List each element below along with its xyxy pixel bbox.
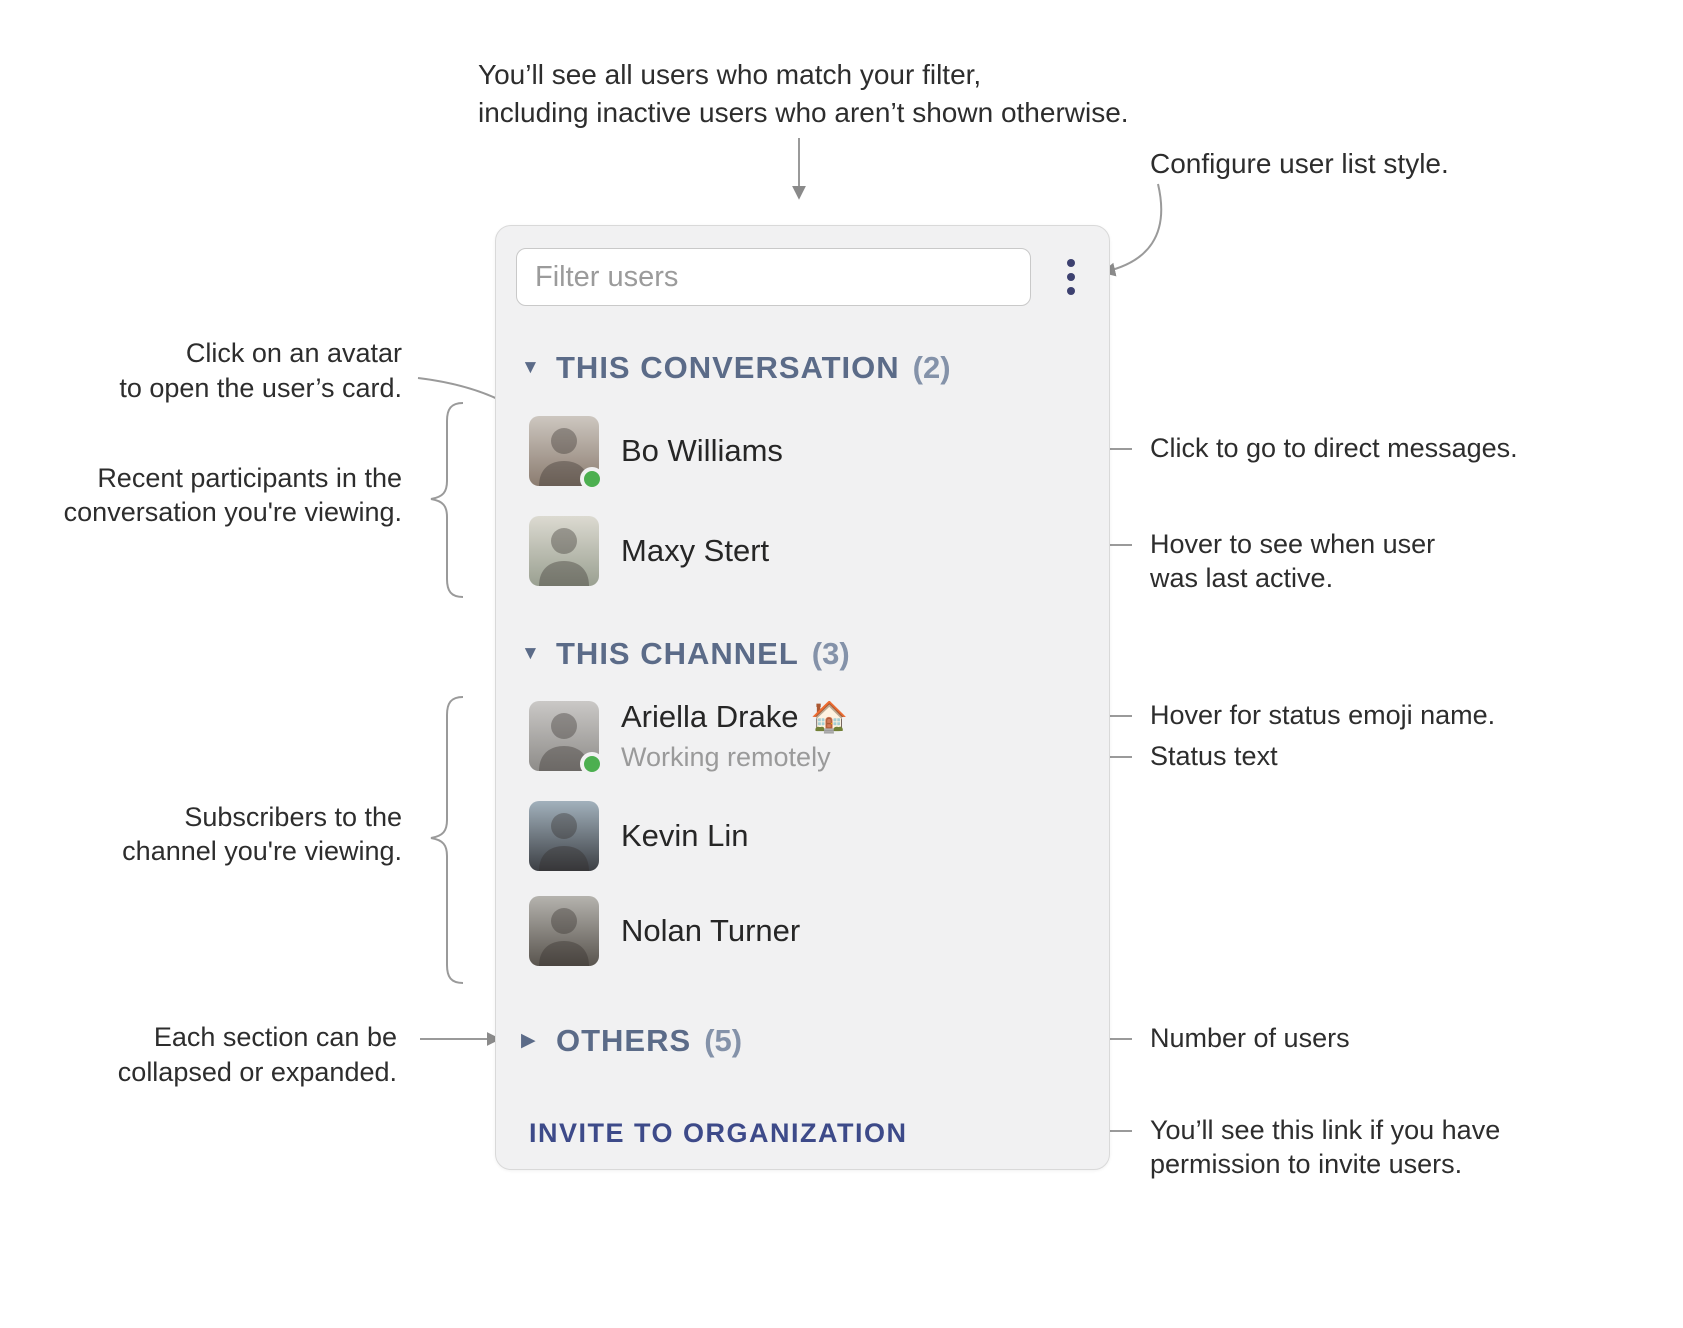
user-name[interactable]: Bo Williams [621, 433, 783, 468]
presence-dot-icon [580, 751, 604, 776]
avatar-photo [539, 428, 589, 486]
annotation-configure: Configure user list style. [1150, 148, 1449, 179]
user-name[interactable]: Nolan Turner [621, 913, 801, 948]
invite-to-organization-link[interactable]: INVITE TO ORGANIZATION [529, 1118, 908, 1148]
user-list-menu-button[interactable] [1051, 248, 1091, 306]
user-row-maxy-stert[interactable]: Maxy Stert [529, 516, 769, 586]
annotation-user-count: Number of users [1150, 1023, 1350, 1053]
triangle-down-icon: ▼ [521, 357, 540, 378]
section-count: (2) [912, 350, 951, 385]
triangle-right-icon: ▶ [521, 1030, 536, 1051]
annotation-status-emoji: Hover for status emoji name. [1150, 700, 1496, 730]
presence-dot-icon [580, 467, 604, 491]
section-label: THIS CONVERSATION [556, 350, 900, 385]
annotation-invite: You’ll see this link if you have permiss… [1150, 1115, 1501, 1179]
user-list-panel: ▼ THIS CONVERSATION (2) Bo Williams [495, 225, 1110, 1170]
section-header-this-channel[interactable]: ▼ THIS CHANNEL (3) [521, 634, 850, 674]
user-name[interactable]: Kevin Lin [621, 818, 749, 853]
annotation-subscribers: Subscribers to the channel you're viewin… [122, 802, 402, 866]
annotation-avatar: Click on an avatar to open the user’s ca… [119, 338, 402, 403]
section-label: THIS CHANNEL [556, 636, 799, 671]
annotation-last-active: Hover to see when user was last active. [1150, 529, 1436, 593]
user-row-kevin-lin[interactable]: Kevin Lin [529, 801, 749, 871]
avatar-photo [539, 813, 589, 871]
status-text: Working remotely [621, 742, 831, 772]
avatar-photo [539, 908, 589, 966]
user-name[interactable]: Ariella Drake [621, 699, 799, 734]
filter-users-input[interactable] [516, 248, 1031, 306]
avatar-bo-williams[interactable] [529, 416, 604, 491]
status-emoji[interactable]: 🏠 [810, 701, 848, 734]
avatar-photo [539, 712, 589, 771]
annotation-collapse: Each section can be collapsed or expande… [117, 1022, 397, 1087]
kebab-menu-icon [1067, 259, 1075, 295]
avatar-maxy-stert[interactable] [529, 516, 599, 586]
section-header-this-conversation[interactable]: ▼ THIS CONVERSATION (2) [521, 348, 951, 388]
annotation-filter: You’ll see all users who match your filt… [478, 59, 1129, 128]
annotation-recent-participants: Recent participants in the conversation … [63, 463, 402, 527]
user-name[interactable]: Maxy Stert [621, 533, 770, 568]
annotation-direct-messages: Click to go to direct messages. [1150, 433, 1518, 463]
section-header-others[interactable]: ▶ OTHERS (5) [521, 1021, 742, 1061]
filter-row [516, 248, 1094, 306]
triangle-down-icon: ▼ [521, 643, 540, 664]
avatar-photo [539, 528, 589, 586]
section-count: (5) [704, 1023, 743, 1058]
section-label: OTHERS [556, 1023, 692, 1058]
avatar-ariella-drake[interactable] [529, 700, 604, 776]
section-count: (3) [811, 636, 850, 671]
user-row-ariella-drake[interactable]: Ariella Drake 🏠 Working remotely [529, 696, 848, 776]
user-row-nolan-turner[interactable]: Nolan Turner [529, 896, 800, 966]
annotation-status-text: Status text [1150, 741, 1278, 771]
user-row-bo-williams[interactable]: Bo Williams [529, 416, 783, 491]
avatar-nolan-turner[interactable] [529, 896, 599, 966]
avatar-kevin-lin[interactable] [529, 801, 599, 871]
